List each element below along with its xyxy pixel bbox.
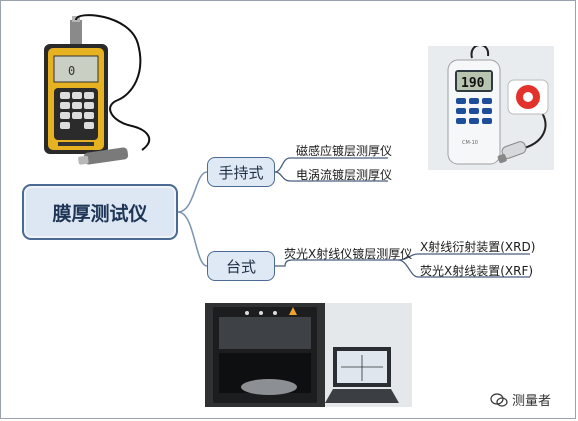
watermark-text: 测量者 [512,394,552,409]
gauge-brand-label: CM-10 [462,140,478,146]
watermark: 测量者 [490,390,551,409]
leaf-xray-fluorescence-gauge: 荧光X射线仪镀层测厚仪 [284,247,413,261]
handheld-gauge-photo: 0 [22,14,162,174]
wechat-icon [490,392,508,407]
leaf-eddy-current: 电涡流镀层测厚仪 [296,168,393,182]
subleaf-xrd: X射线衍射装置(XRD) [420,240,536,254]
gauge-display-reading: 190 [461,76,485,91]
subleaf-xrf: 荧光X射线装置(XRF) [420,264,534,278]
branch-desktop: 台式 [207,251,275,281]
coating-gauge-photo: 190 CM-10 [428,46,554,170]
leaf-magnetic-induction: 磁感应镀层测厚仪 [296,144,393,158]
root-node: 膜厚测试仪 [22,184,178,240]
branch-handheld: 手持式 [207,157,275,187]
svg-text:0: 0 [68,64,75,78]
benchtop-instrument-photo [205,303,412,407]
